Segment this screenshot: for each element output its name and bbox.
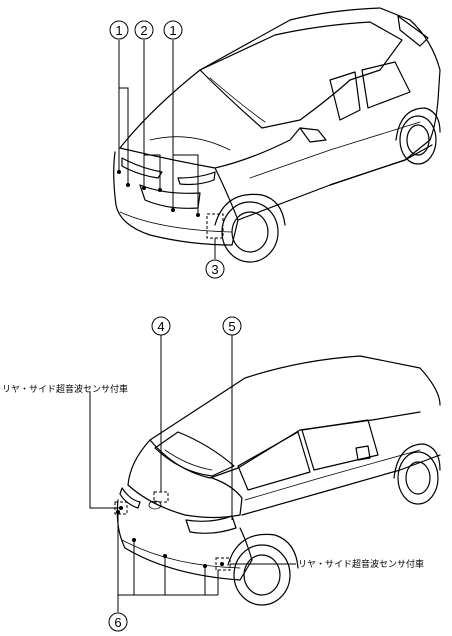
rear-car-illustration bbox=[116, 355, 441, 606]
callout-3: 3 bbox=[205, 259, 225, 279]
callout-5-label: 5 bbox=[228, 319, 235, 334]
front-car-illustration bbox=[113, 7, 441, 263]
callout-2-label: 2 bbox=[140, 23, 147, 38]
callout-3-label: 3 bbox=[211, 262, 218, 277]
callout-4: 4 bbox=[151, 316, 171, 336]
callout-6: 6 bbox=[108, 612, 128, 632]
callout-1-right-label: 1 bbox=[169, 23, 176, 38]
front-sensor-dots bbox=[117, 170, 200, 217]
callout-6-label: 6 bbox=[114, 615, 121, 630]
callout-2: 2 bbox=[134, 20, 154, 40]
front-sensor-leaders bbox=[118, 40, 224, 259]
callout-4-label: 4 bbox=[157, 319, 164, 334]
rear-sensor-leaders bbox=[89, 335, 296, 612]
callout-1-right: 1 bbox=[163, 20, 183, 40]
rear-sensor-dots bbox=[116, 506, 224, 568]
callout-5: 5 bbox=[222, 316, 242, 336]
callout-1-left: 1 bbox=[109, 20, 129, 40]
callout-1-left-label: 1 bbox=[115, 23, 122, 38]
rear-side-sensor-note-left: リヤ・サイド超音波センサ付車 bbox=[2, 383, 128, 395]
rear-side-sensor-note-right: リヤ・サイド超音波センサ付車 bbox=[298, 558, 424, 570]
